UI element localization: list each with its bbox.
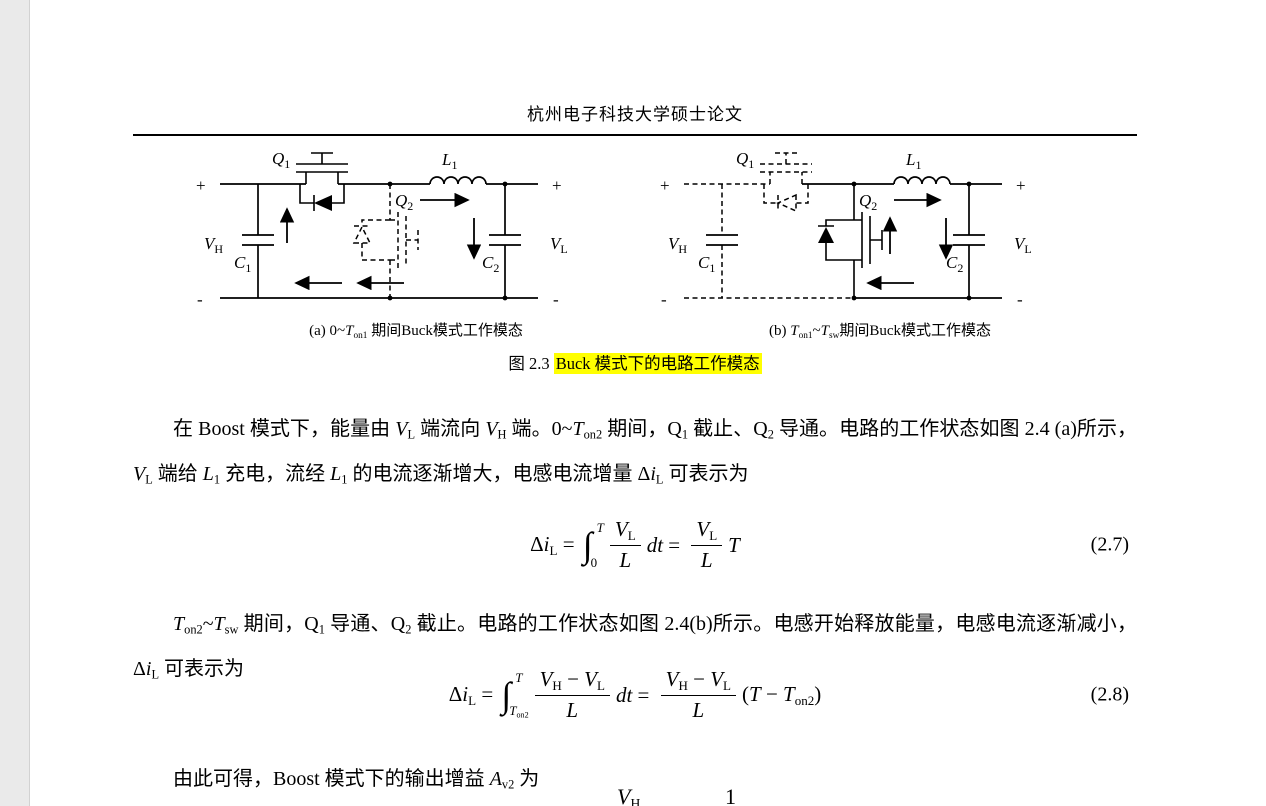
- fraction: VH − VL L: [660, 666, 736, 723]
- partial-equation-fragment: VH: [617, 784, 641, 806]
- vh-label: VH: [204, 234, 223, 256]
- wires-dashed: [684, 183, 854, 299]
- wires-solid: [220, 176, 538, 299]
- integral-lower-limit: 0: [590, 555, 598, 570]
- mosfet-Q2-symbol-dashed: [352, 184, 419, 298]
- body-diode-icon: [314, 195, 332, 211]
- minus-terminal-label: -: [1017, 290, 1023, 309]
- plus-terminal-label: +: [660, 176, 670, 195]
- fraction-numerator: VL: [609, 516, 641, 547]
- integral-sign: ∫: [501, 675, 512, 715]
- figure-caption-number: 图 2.3: [508, 354, 554, 373]
- inductor-L1-symbol: [893, 176, 951, 185]
- wires-solid: [802, 176, 1002, 299]
- integral-limits: T Ton2: [509, 670, 529, 720]
- minus-terminal-label: -: [197, 290, 203, 309]
- equation-tail: T: [728, 532, 740, 557]
- mosfet-Q1-symbol-dashed: [760, 152, 812, 213]
- plus-terminal-label: +: [1016, 176, 1026, 195]
- fraction-denominator: L: [566, 698, 579, 723]
- equation-body: ΔiL = ∫ T 0 VL L dt = VL L T: [530, 516, 740, 573]
- l1-label: L1: [905, 150, 921, 172]
- fraction-denominator: L: [619, 548, 632, 573]
- c2-label: C2: [482, 253, 499, 275]
- fraction-numerator: VH − VL: [660, 666, 736, 697]
- equation-middle: dt =: [615, 682, 655, 707]
- q2-label: Q2: [859, 191, 877, 213]
- q1-label: Q1: [272, 149, 290, 171]
- mosfet-Q2-symbol: [818, 184, 883, 298]
- integral-lower-limit: Ton2: [509, 702, 529, 719]
- capacitor-C2-symbol: [953, 184, 985, 298]
- equation-number: (2.7): [1090, 533, 1129, 556]
- capacitor-C1-symbol: [706, 234, 738, 246]
- integral-sign: ∫: [582, 525, 593, 565]
- body-diode-icon: [352, 225, 372, 244]
- junction-dots: [851, 181, 972, 301]
- equation-2-8: ΔiL = ∫ T Ton2 VH − VL L dt = VH − VL L …: [133, 662, 1137, 728]
- running-header: 杭州电子科技大学硕士论文: [527, 105, 743, 124]
- capacitor-C1-symbol: [242, 184, 274, 298]
- equation-lhs: ΔiL =: [448, 681, 499, 708]
- equation-tail: (T − Ton2): [742, 681, 822, 708]
- integral-upper-limit: T: [596, 520, 604, 535]
- vh-label: VH: [668, 234, 687, 256]
- subfigure-caption-a: (a) 0~Ton1 期间Buck模式工作模态: [309, 323, 523, 341]
- document-page: 杭州电子科技大学硕士论文: [30, 0, 1266, 806]
- equation-lhs: ΔiL =: [530, 531, 580, 558]
- junction-dots: [387, 181, 508, 301]
- figure-caption-highlighted-text: Buck 模式下的电路工作模态: [553, 353, 762, 374]
- paragraph-boost-mode-intro: 在 Boost 模式下，能量由 VL 端流向 VH 端。0~Ton2 期间，Q1…: [133, 418, 1138, 487]
- fraction: VL L: [609, 516, 641, 573]
- minus-terminal-label: -: [553, 290, 559, 309]
- figure-caption: 图 2.3 Buck 模式下的电路工作模态: [133, 350, 1137, 374]
- viewer-left-margin: [0, 0, 30, 806]
- body-diode-icon: [818, 227, 834, 243]
- c2-label: C2: [946, 253, 963, 275]
- fraction-numerator: VL: [691, 516, 723, 547]
- c1-label: C1: [234, 253, 251, 275]
- circuit-diagram-buck-freewheel-state: + VH - C1 Q1 Q2 L1 C2 + VL -: [660, 149, 1032, 309]
- vl-label: VL: [1014, 234, 1032, 256]
- plus-terminal-label: +: [196, 176, 206, 195]
- current-flow-arrows: [866, 192, 954, 291]
- c1-label: C1: [698, 253, 715, 275]
- equation-2-7: ΔiL = ∫ T 0 VL L dt = VL L T (2.7): [133, 512, 1137, 578]
- paragraph-output-gain: 由此可得，Boost 模式下的输出增益 Av2 为: [173, 768, 540, 792]
- vl-label: VL: [550, 234, 568, 256]
- equation-middle: dt =: [646, 532, 686, 557]
- equation-number: (2.8): [1090, 683, 1129, 706]
- partial-equation-fragment: 1: [725, 784, 736, 806]
- capacitor-C2-symbol: [489, 184, 521, 298]
- header-rule: [133, 134, 1137, 136]
- body-diode-icon: [776, 193, 797, 213]
- fraction-denominator: L: [700, 548, 713, 573]
- q1-label: Q1: [736, 149, 754, 171]
- equation-body: ΔiL = ∫ T Ton2 VH − VL L dt = VH − VL L …: [449, 666, 822, 723]
- l1-label: L1: [441, 150, 457, 172]
- plus-terminal-label: +: [552, 176, 562, 195]
- figure-buck-mode-a: + VH - C1 Q1 Q2 L1 C2 + VL - (a) 0~Ton1 …: [190, 146, 642, 341]
- paragraph-freewheel-phase: Ton2~Tsw 期间，Q1 导通、Q2 截止。电路的工作状态如图 2.4(b)…: [133, 613, 1137, 682]
- circuit-diagram-buck-on-state: + VH - C1 Q1 Q2 L1 C2 + VL -: [196, 149, 568, 309]
- inductor-L1-symbol: [429, 176, 487, 185]
- partial-equation-clipped: VH 1: [133, 781, 1137, 806]
- mosfet-Q1-symbol: [296, 152, 348, 211]
- integral-limits: T 0: [590, 520, 604, 570]
- integral-upper-limit: T: [515, 670, 523, 685]
- current-flow-arrows: [279, 192, 482, 291]
- integral: ∫ T Ton2: [501, 670, 528, 720]
- fraction: VL L: [691, 516, 723, 573]
- fraction: VH − VL L: [534, 666, 610, 723]
- figure-buck-mode-b: + VH - C1 Q1 Q2 L1 C2 + VL - (b) Ton1~Ts…: [654, 146, 1106, 341]
- fraction-numerator: VH − VL: [534, 666, 610, 697]
- q2-label: Q2: [395, 191, 413, 213]
- subfigure-caption-b: (b) Ton1~Tsw期间Buck模式工作模态: [768, 323, 992, 341]
- integral: ∫ T 0: [583, 520, 604, 570]
- fraction-denominator: L: [692, 698, 705, 723]
- minus-terminal-label: -: [661, 290, 667, 309]
